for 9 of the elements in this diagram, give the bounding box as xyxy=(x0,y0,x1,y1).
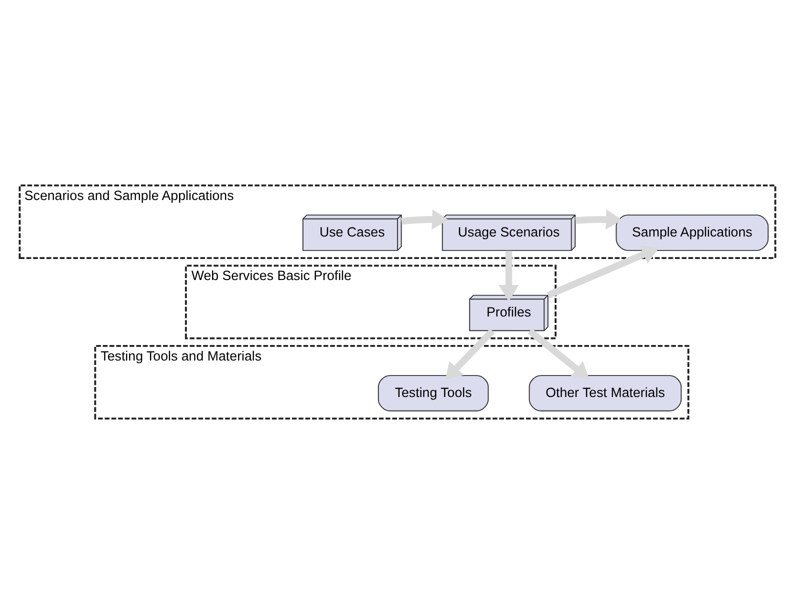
arrow xyxy=(401,209,448,230)
arrow xyxy=(546,245,659,298)
node-box: Other Test Materials xyxy=(528,375,682,412)
node-box: Sample Applications xyxy=(616,214,769,251)
arrow xyxy=(575,209,622,230)
arrow xyxy=(445,328,495,380)
arrow xyxy=(498,250,519,302)
node-box: Testing Tools xyxy=(378,375,489,412)
arrow xyxy=(528,328,590,380)
